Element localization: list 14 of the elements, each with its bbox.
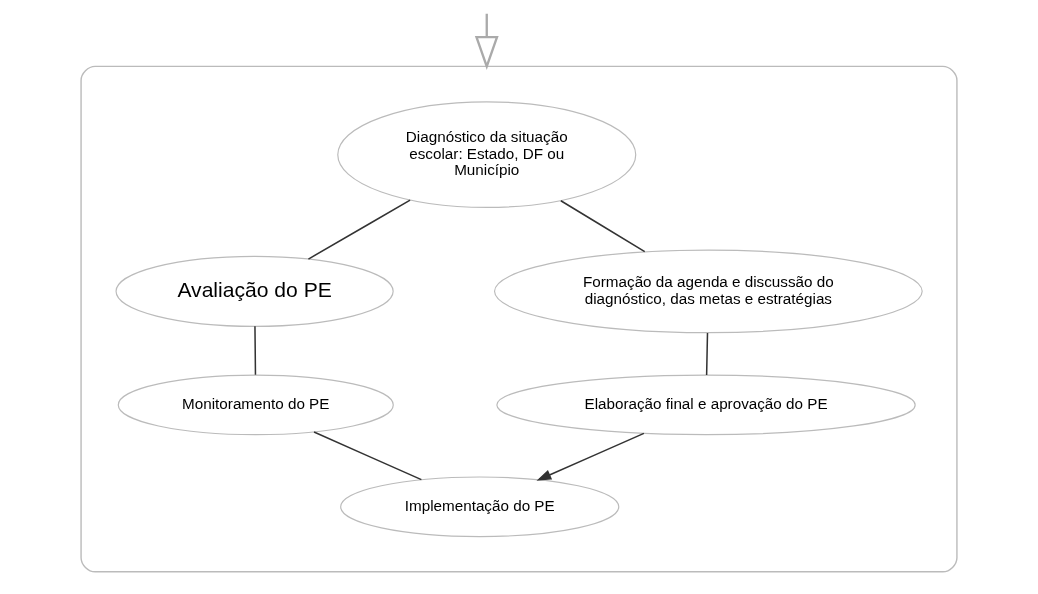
node-ellipse: Avaliação do PE (115, 255, 394, 327)
node-ellipse: Elaboração final e aprovação do PE (496, 374, 916, 436)
connector (705, 332, 709, 376)
connector (313, 431, 423, 481)
arrow (474, 13, 499, 70)
connector (307, 199, 411, 260)
node-ellipse: Monitoramento do PE (117, 374, 394, 436)
node-ellipse: Formação da agenda e discussão do diagnóstico, das metas e estratégias (493, 249, 923, 334)
node-ellipse: Diagnóstico da situação escolar: Estado, DF ou Município (337, 101, 637, 208)
cluster (80, 65, 958, 573)
connector (560, 200, 646, 253)
connector (254, 325, 257, 376)
node-ellipse: Implementação do PE (340, 476, 620, 538)
arrow (536, 432, 645, 481)
